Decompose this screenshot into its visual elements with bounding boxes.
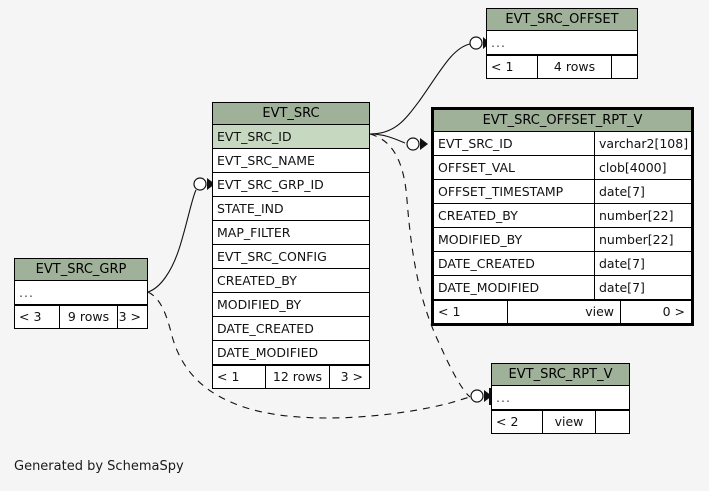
edge-evtsrc-to-offset (369, 43, 471, 135)
entity-footer: < 1 4 rows (487, 55, 637, 78)
column-name: OFFSET_VAL (438, 160, 515, 175)
entity-evt-src-rpt-v[interactable]: EVT_SRC_RPT_V ... < 2 view (491, 363, 630, 434)
edge-endpoint-circle (469, 36, 483, 50)
column-type: date[7] (594, 252, 691, 275)
child-count[interactable]: 0 > (620, 301, 691, 323)
column-name: MODIFIED_BY (438, 232, 523, 247)
edge-endpoint-circle (470, 389, 484, 403)
edge-evtsrc-to-rptv (369, 133, 471, 398)
generated-by-caption: Generated by SchemaSpy (14, 459, 184, 474)
column-name: ... (496, 390, 511, 405)
table-row[interactable]: OFFSET_TIMESTAMP date[7] (434, 180, 691, 204)
column-name: CREATED_BY (217, 273, 297, 288)
entity-footer: < 2 view (492, 410, 629, 433)
table-row[interactable]: OFFSET_VAL clob[4000] (434, 156, 691, 180)
edge-endpoint-circle (406, 137, 420, 151)
table-row[interactable]: CREATED_BY number[22] (434, 204, 691, 228)
column-name: DATE_CREATED (217, 321, 314, 336)
child-count[interactable] (595, 411, 629, 433)
column-name: EVT_SRC_CONFIG (217, 249, 327, 264)
table-row[interactable]: EVT_SRC_NAME (213, 149, 369, 173)
column-type: varchar2[108] (594, 132, 691, 155)
parent-count[interactable]: < 1 (438, 304, 461, 319)
table-row[interactable]: DATE_CREATED date[7] (434, 252, 691, 276)
column-name: DATE_MODIFIED (438, 280, 540, 295)
child-count[interactable] (611, 56, 637, 78)
column-name: CREATED_BY (438, 208, 518, 223)
table-row[interactable]: ... (492, 386, 629, 410)
entity-footer: < 3 9 rows 3 > (15, 305, 147, 328)
edge-endpoint-circle (193, 177, 207, 191)
entity-evt-src[interactable]: EVT_SRC EVT_SRC_ID EVT_SRC_NAME EVT_SRC_… (212, 102, 370, 389)
entity-footer: < 1 12 rows 3 > (213, 365, 369, 388)
entity-title: EVT_SRC_GRP (15, 259, 147, 281)
row-count: view (542, 411, 595, 433)
column-name: STATE_IND (217, 201, 284, 216)
column-name: ... (491, 35, 506, 50)
child-count[interactable]: 3 > (329, 366, 369, 388)
table-row[interactable]: DATE_MODIFIED (213, 341, 369, 365)
table-row[interactable]: EVT_SRC_ID varchar2[108] (434, 132, 691, 156)
column-type: number[22] (594, 228, 691, 251)
crowsfoot-evtsrcgrpid (207, 178, 215, 190)
column-name: EVT_SRC_ID (217, 129, 292, 144)
column-name: EVT_SRC_GRP_ID (217, 177, 324, 192)
entity-title: EVT_SRC (213, 103, 369, 125)
parent-count[interactable]: < 3 (19, 309, 42, 324)
row-count: 4 rows (537, 56, 611, 78)
column-type: number[22] (594, 204, 691, 227)
crowsfoot-rptv (484, 390, 492, 402)
row-count: 9 rows (59, 306, 117, 328)
table-row[interactable]: EVT_SRC_CONFIG (213, 245, 369, 269)
entity-evt-src-offset[interactable]: EVT_SRC_OFFSET ... < 1 4 rows (486, 8, 638, 79)
row-count: 12 rows (265, 366, 329, 388)
table-row[interactable]: STATE_IND (213, 197, 369, 221)
entity-title: EVT_SRC_OFFSET_RPT_V (434, 110, 691, 132)
parent-count[interactable]: < 1 (217, 369, 240, 384)
parent-count[interactable]: < 2 (496, 414, 519, 429)
column-name: EVT_SRC_ID (438, 136, 513, 151)
entity-evt-src-grp[interactable]: EVT_SRC_GRP ... < 3 9 rows 3 > (14, 258, 148, 329)
crowsfoot-offsetrptv (420, 138, 428, 150)
table-row-primary-key[interactable]: EVT_SRC_ID (213, 125, 369, 149)
column-type: date[7] (594, 180, 691, 203)
column-name: ... (19, 285, 34, 300)
entity-evt-src-offset-rpt-v[interactable]: EVT_SRC_OFFSET_RPT_V EVT_SRC_ID varchar2… (431, 107, 694, 326)
edge-grp-to-evtsrc (147, 189, 197, 293)
column-name: EVT_SRC_NAME (217, 153, 315, 168)
parent-count[interactable]: < 1 (491, 59, 514, 74)
column-name: DATE_CREATED (438, 256, 535, 271)
entity-title: EVT_SRC_OFFSET (487, 9, 637, 31)
column-type: clob[4000] (594, 156, 691, 179)
table-row[interactable]: EVT_SRC_GRP_ID (213, 173, 369, 197)
column-type: date[7] (594, 276, 691, 299)
table-row[interactable]: MAP_FILTER (213, 221, 369, 245)
table-row[interactable]: DATE_CREATED (213, 317, 369, 341)
table-row[interactable]: ... (487, 31, 637, 55)
table-row[interactable]: CREATED_BY (213, 269, 369, 293)
row-count: view (507, 301, 620, 323)
table-row[interactable]: MODIFIED_BY number[22] (434, 228, 691, 252)
entity-footer: < 1 view 0 > (434, 300, 691, 323)
table-row[interactable]: ... (15, 281, 147, 305)
entity-title: EVT_SRC_RPT_V (492, 364, 629, 386)
child-count[interactable]: 3 > (117, 306, 147, 328)
column-name: MODIFIED_BY (217, 297, 302, 312)
table-row[interactable]: MODIFIED_BY (213, 293, 369, 317)
column-name: MAP_FILTER (217, 225, 291, 240)
edge-evtsrc-to-offsetrptv (369, 133, 406, 144)
edge-grp-to-rptv (147, 291, 471, 419)
table-row[interactable]: DATE_MODIFIED date[7] (434, 276, 691, 300)
column-name: DATE_MODIFIED (217, 345, 319, 360)
edge-stub-rptv (489, 388, 492, 405)
column-name: OFFSET_TIMESTAMP (438, 184, 564, 199)
